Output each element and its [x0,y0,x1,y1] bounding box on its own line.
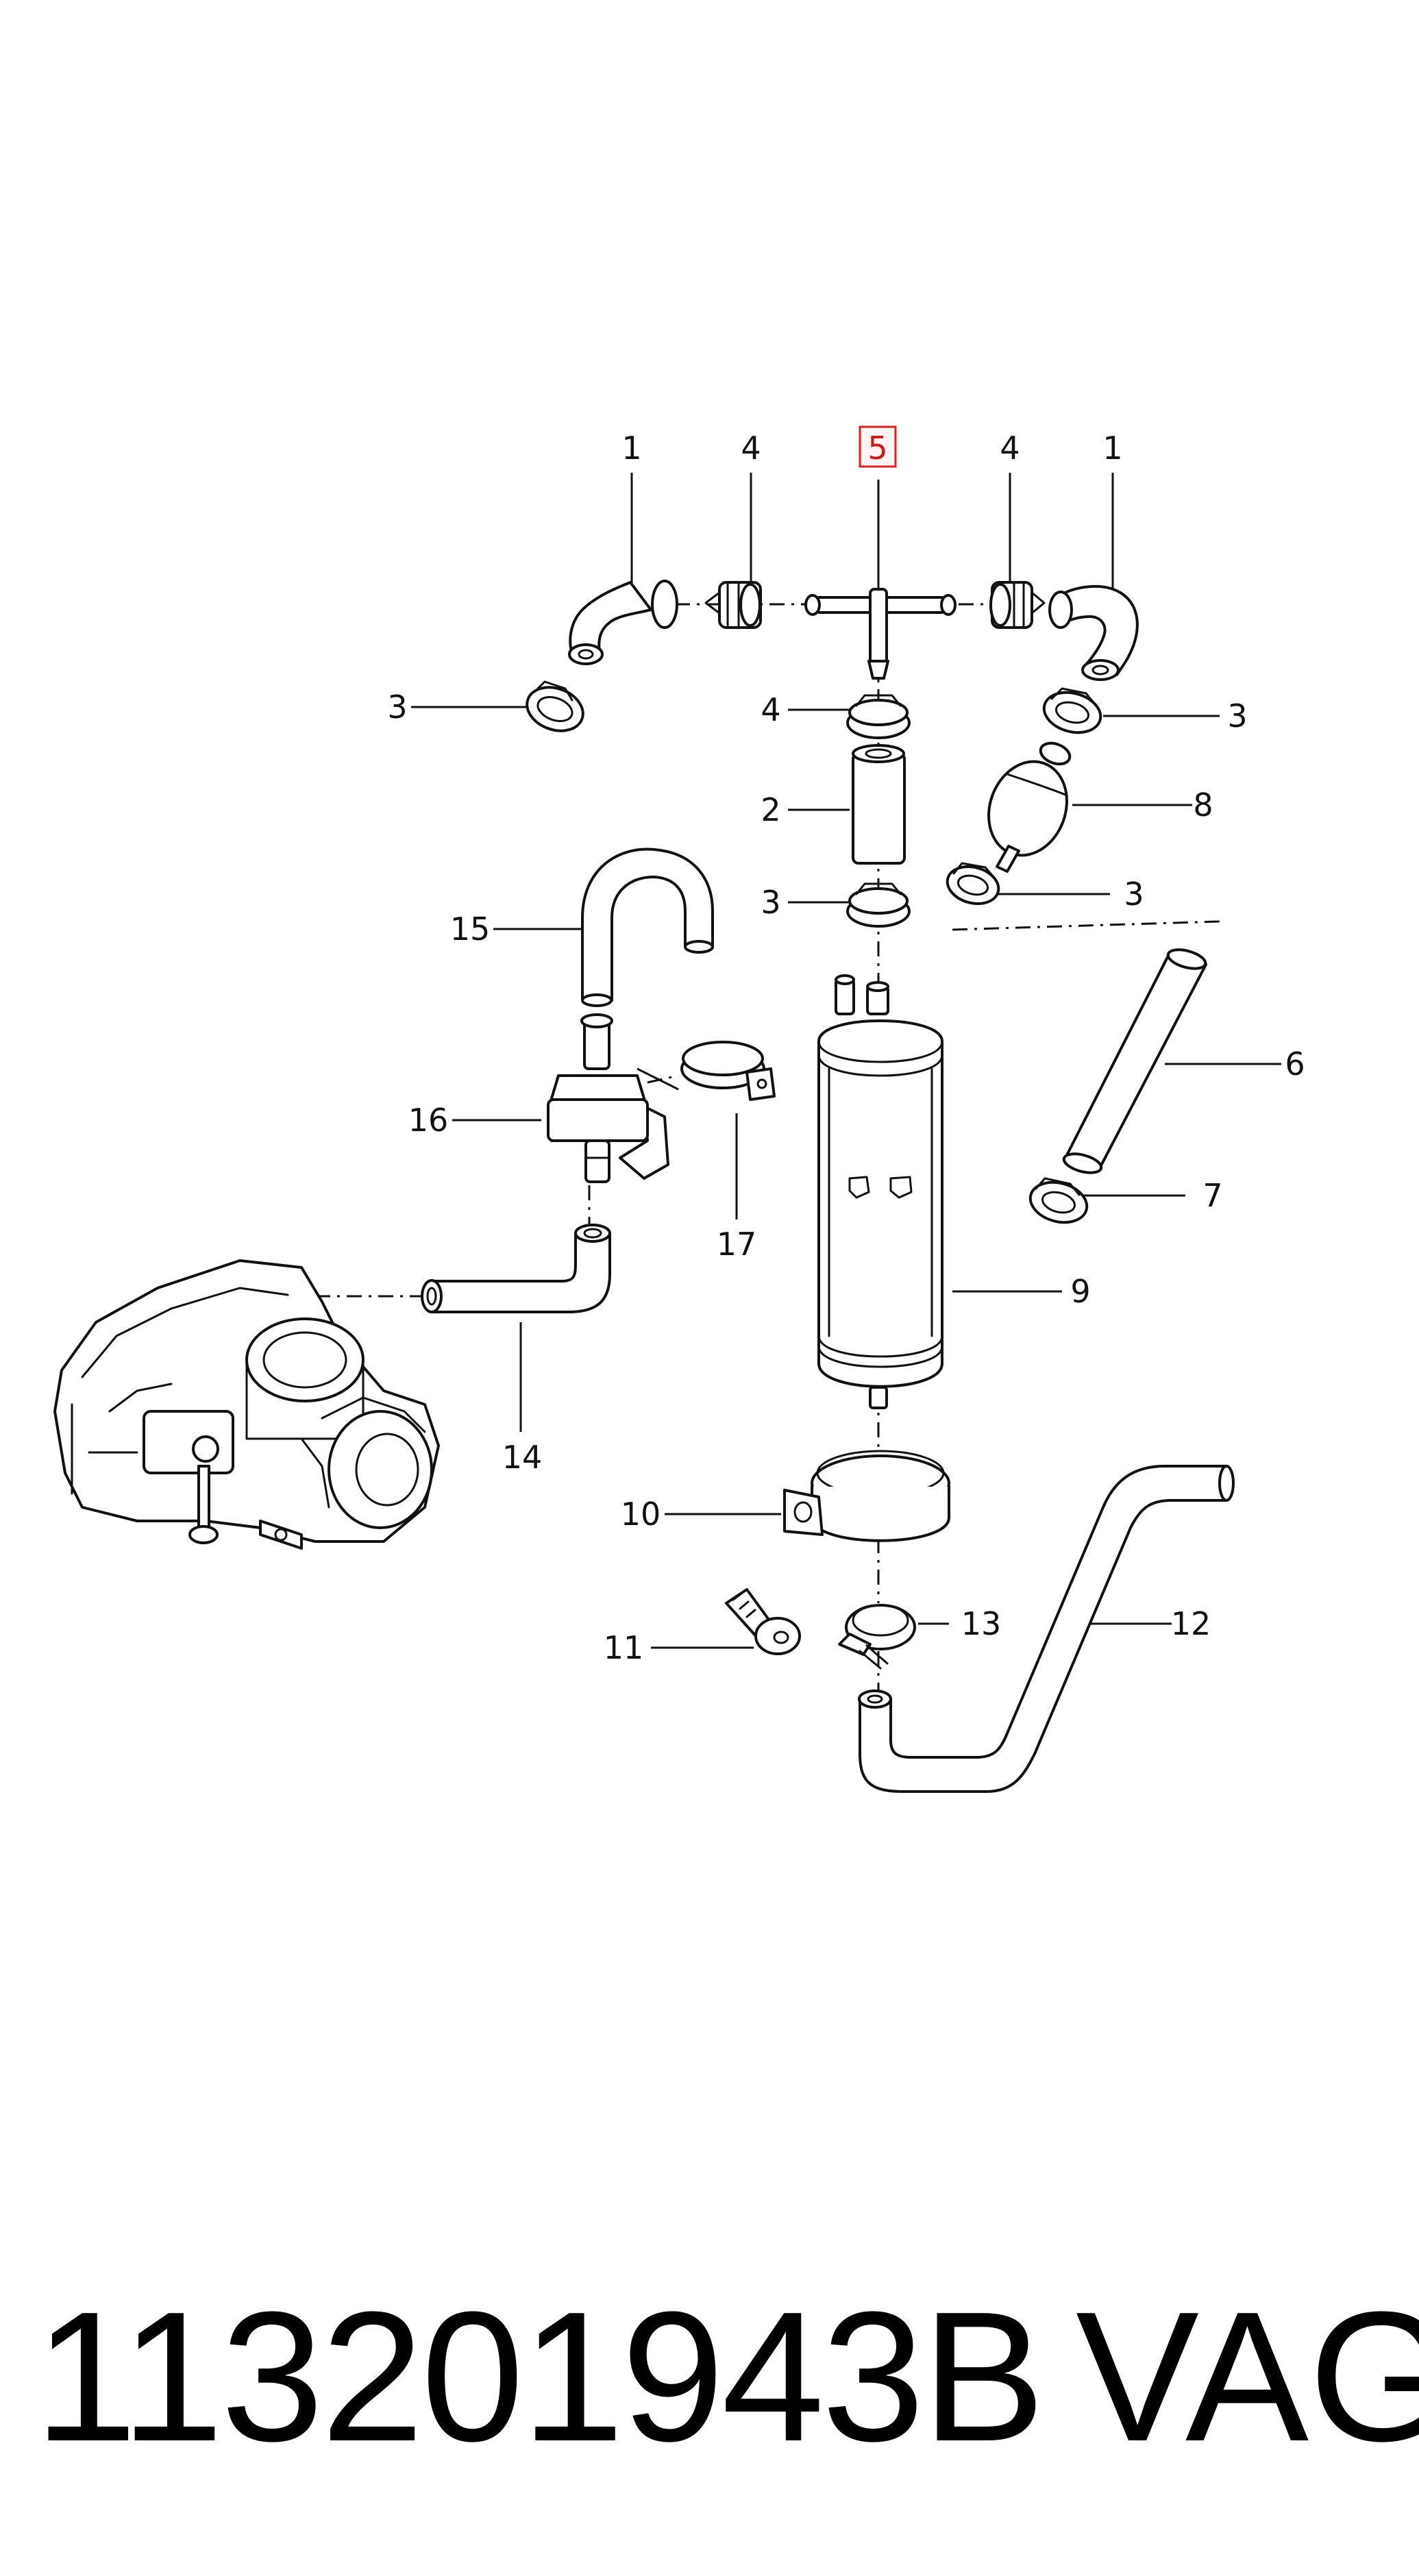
callout-4-right: 4 [1000,430,1020,467]
part-3-clip-right-upper [1042,687,1102,734]
callout-3-top-left: 3 [387,689,407,726]
callout-6: 6 [1285,1045,1305,1082]
part-7-clip [1028,1177,1089,1224]
callout-numbers: 1 4 5 4 1 3 4 3 2 8 15 3 3 6 16 17 7 9 1… [387,425,1305,1666]
part-15-u-hose [581,847,714,1007]
callout-17: 17 [717,1226,757,1263]
callout-1-right: 1 [1102,430,1122,467]
callout-1-left: 1 [621,430,641,467]
part-8-inline-filter [987,741,1072,873]
callout-10: 10 [621,1496,661,1533]
part-13-hose-clamp [838,1604,916,1670]
part-1-elbow-hose-right [1048,584,1139,681]
footer: 113201943B VAG [0,2275,1419,2480]
callout-13: 13 [961,1605,1002,1642]
callout-14: 14 [502,1439,543,1476]
brand-name: VAG [1076,2274,1419,2480]
callout-4-mid: 4 [761,691,780,728]
callout-3-top-right: 3 [1227,697,1247,734]
part-10-clamp-bracket [783,1450,950,1542]
callout-15: 15 [450,911,491,948]
callout-5-highlight-box [859,425,897,468]
part-number: 113201943B [34,2274,1045,2480]
exploded-parts-diagram: 1 4 5 4 1 3 4 3 2 8 15 3 3 6 16 17 7 9 1… [53,425,1305,1793]
callout-5-highlighted: 5 [867,430,887,467]
callout-3-mid-left: 3 [761,884,780,921]
part-3-clip-mid [846,882,911,928]
part-5-t-connector [804,588,957,680]
part-4-clip-mid [846,694,911,739]
callout-2: 2 [761,791,780,828]
callout-7: 7 [1202,1177,1222,1214]
part-17-clamp [680,1041,776,1101]
callout-12: 12 [1171,1605,1211,1642]
throttle-body-assembly [53,1259,440,1550]
leader-lines [411,473,1281,1649]
callout-16: 16 [408,1102,449,1139]
part-4-clip-top-left [704,581,762,629]
part-3-clip-left [526,680,584,732]
part-11-bolt [725,1588,801,1655]
part-2-hose-section [852,744,906,865]
part-1-elbow-hose-left [568,580,678,665]
part-9-canister [817,974,943,1409]
callout-8: 8 [1193,787,1213,823]
part-12-long-hose [858,1465,1235,1793]
part-16-valve [547,1013,669,1183]
part-3-clip-right-lower [946,862,1000,905]
callout-4-left: 4 [741,430,761,467]
part-4-clip-top-right [989,581,1046,629]
callout-11: 11 [604,1629,644,1666]
part-14-hose [421,1224,611,1313]
callout-3-mid-right: 3 [1124,876,1144,913]
callout-9: 9 [1070,1273,1090,1310]
part-6-straight-hose [1062,948,1207,1174]
